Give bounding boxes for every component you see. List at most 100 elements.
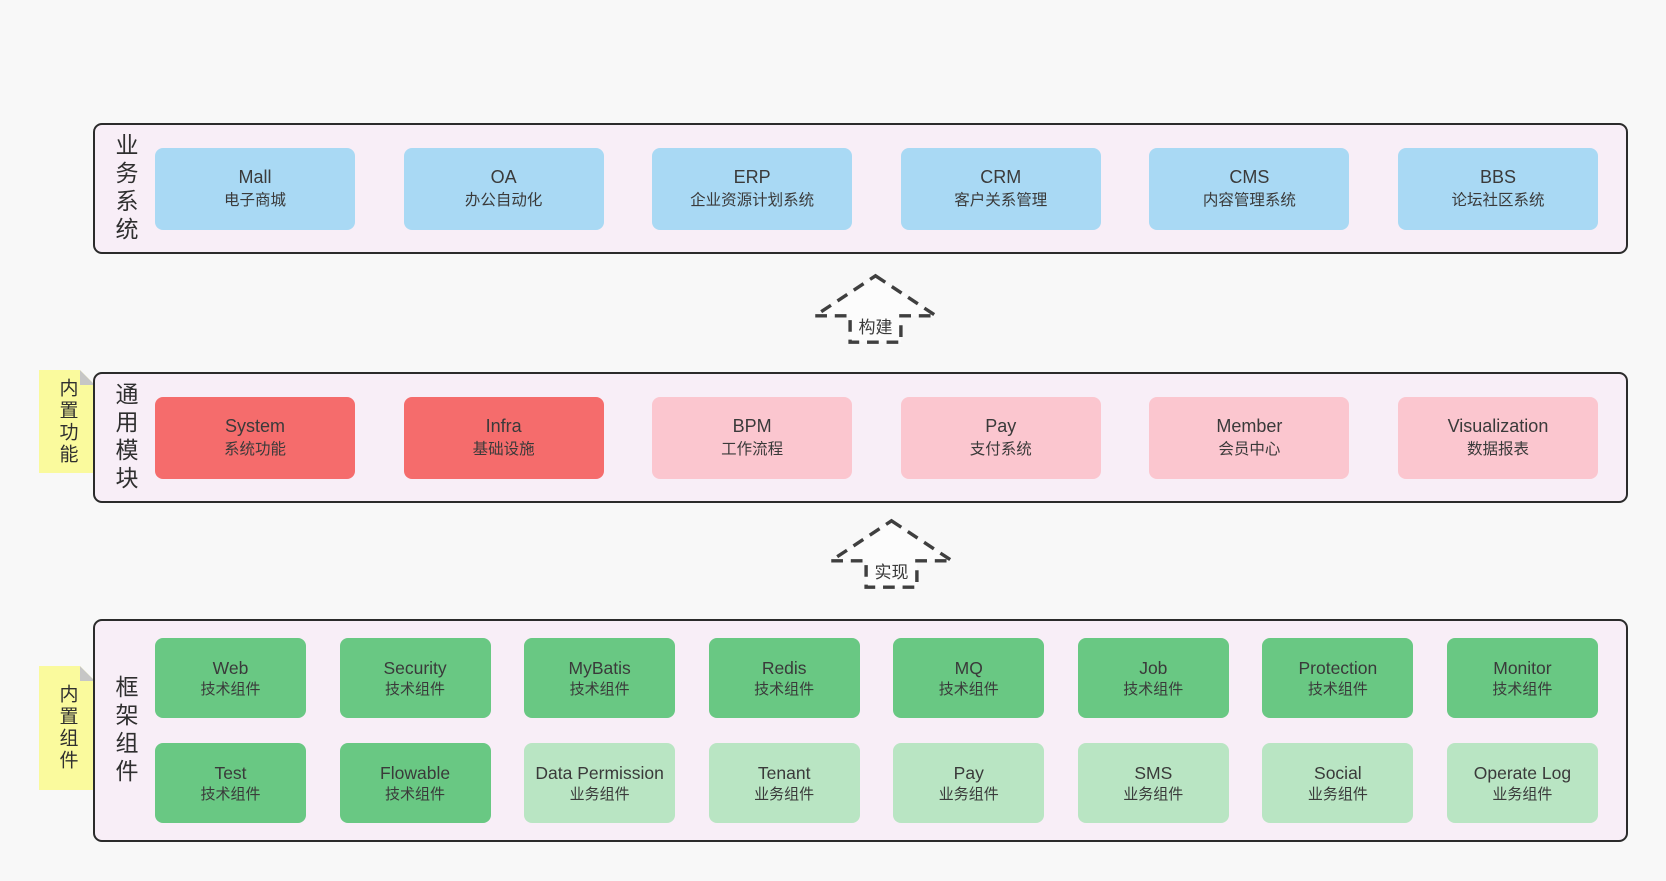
sticky-tab-built-in-features: 内置功能 xyxy=(39,370,95,473)
box-monitor: Monitor 技术组件 xyxy=(1446,638,1598,718)
box-title: Flowable xyxy=(380,762,451,783)
sticky-tab-built-in-components: 内置组件 xyxy=(39,666,95,790)
box-title: Web xyxy=(212,657,249,678)
box-bpm: BPM 工作流程 xyxy=(652,396,853,479)
arrow-label: 构建 xyxy=(855,313,896,338)
box-pay: Pay 支付系统 xyxy=(900,396,1101,479)
box-title: Job xyxy=(1139,657,1168,678)
arrow-label: 实现 xyxy=(871,558,912,583)
box-title: Social xyxy=(1314,762,1362,783)
box-subtitle: 业务组件 xyxy=(1307,785,1368,803)
box-data-permission: Data Permission 业务组件 xyxy=(524,743,676,823)
box-infra: Infra 基础设施 xyxy=(403,396,604,479)
box-title: Protection xyxy=(1298,657,1378,678)
box-erp: ERP 企业资源计划系统 xyxy=(652,147,853,230)
box-subtitle: 业务组件 xyxy=(754,785,815,803)
box-title: Operate Log xyxy=(1473,762,1572,783)
box-cms: CMS 内容管理系统 xyxy=(1149,147,1350,230)
box-bbs: BBS 论坛社区系统 xyxy=(1397,147,1598,230)
box-title: Visualization xyxy=(1447,416,1549,437)
box-title: Monitor xyxy=(1493,657,1552,678)
box-subtitle: 办公自动化 xyxy=(464,192,543,210)
box-subtitle: 系统功能 xyxy=(223,441,286,459)
box-subtitle: 企业资源计划系统 xyxy=(690,192,815,210)
panel-side-label: 通用模块 xyxy=(112,381,138,494)
box-subtitle: 技术组件 xyxy=(200,680,261,698)
box-job: Job 技术组件 xyxy=(1077,638,1229,718)
box-member: Member 会员中心 xyxy=(1149,396,1350,479)
box-title: BPM xyxy=(732,416,772,437)
box-subtitle: 论坛社区系统 xyxy=(1451,192,1545,210)
box-web: Web 技术组件 xyxy=(155,638,306,718)
box-oa: OA 办公自动化 xyxy=(403,147,604,230)
box-subtitle: 客户关系管理 xyxy=(954,192,1048,210)
box-title: BBS xyxy=(1479,167,1516,188)
box-subtitle: 业务组件 xyxy=(938,785,999,803)
up-arrow-icon xyxy=(812,273,939,344)
box-grid: Mall 电子商城 OA 办公自动化 ERP 企业资源计划系统 CRM 客户关系管理 CMS 内容… xyxy=(155,125,1626,252)
box-test: Test 技术组件 xyxy=(155,743,306,823)
box-title: MQ xyxy=(954,657,983,678)
box-title: Mall xyxy=(238,167,272,188)
box-flowable: Flowable 技术组件 xyxy=(339,743,491,823)
box-title: OA xyxy=(490,167,517,188)
box-title: ERP xyxy=(733,167,771,188)
box-title: Pay xyxy=(953,762,984,783)
box-subtitle: 技术组件 xyxy=(200,785,261,803)
box-title: Data Permission xyxy=(535,762,664,783)
box-protection: Protection 技术组件 xyxy=(1262,638,1414,718)
box-crm: CRM 客户关系管理 xyxy=(900,147,1101,230)
box-subtitle: 内容管理系统 xyxy=(1202,192,1296,210)
up-arrow-icon xyxy=(828,518,955,589)
box-subtitle: 支付系统 xyxy=(969,441,1032,459)
box-title: MyBatis xyxy=(568,657,631,678)
box-subtitle: 技术组件 xyxy=(1123,680,1184,698)
box-subtitle: 数据报表 xyxy=(1466,441,1529,459)
box-visualization: Visualization 数据报表 xyxy=(1397,396,1598,479)
box-pay: Pay 业务组件 xyxy=(893,743,1045,823)
box-mall: Mall 电子商城 xyxy=(155,147,355,230)
box-subtitle: 会员中心 xyxy=(1218,441,1281,459)
box-title: Pay xyxy=(985,416,1017,437)
box-subtitle: 技术组件 xyxy=(1492,680,1553,698)
panel-business-systems: 业务系统 Mall 电子商城 OA 办公自动化 ERP 企业资源计划系统 CRM 客户关系管理… xyxy=(93,123,1628,254)
box-subtitle: 工作流程 xyxy=(721,441,784,459)
box-sms: SMS 业务组件 xyxy=(1077,743,1229,823)
box-title: Security xyxy=(383,657,447,678)
box-subtitle: 基础设施 xyxy=(472,441,535,459)
box-subtitle: 业务组件 xyxy=(1492,785,1553,803)
panel-side-label: 框架组件 xyxy=(112,674,138,787)
box-subtitle: 业务组件 xyxy=(569,785,630,803)
box-title: SMS xyxy=(1134,762,1173,783)
arrow-implement: 实现 xyxy=(828,517,955,591)
box-operate-log: Operate Log 业务组件 xyxy=(1446,743,1598,823)
sticky-tab-label: 内置功能 xyxy=(56,377,78,466)
box-subtitle: 技术组件 xyxy=(385,785,446,803)
box-title: Member xyxy=(1216,416,1283,437)
box-title: Redis xyxy=(761,657,807,678)
sticky-tab-label: 内置组件 xyxy=(56,684,78,772)
box-subtitle: 技术组件 xyxy=(938,680,999,698)
box-title: CRM xyxy=(980,167,1022,188)
box-mq: MQ 技术组件 xyxy=(893,638,1045,718)
box-subtitle: 技术组件 xyxy=(1307,680,1368,698)
panel-side-label: 业务系统 xyxy=(112,132,138,245)
box-title: CMS xyxy=(1229,167,1270,188)
box-subtitle: 业务组件 xyxy=(1123,785,1184,803)
box-title: Infra xyxy=(485,416,522,437)
box-tenant: Tenant 业务组件 xyxy=(708,743,860,823)
box-title: Test xyxy=(214,762,247,783)
box-title: Tenant xyxy=(757,762,811,783)
box-subtitle: 电子商城 xyxy=(223,192,286,210)
